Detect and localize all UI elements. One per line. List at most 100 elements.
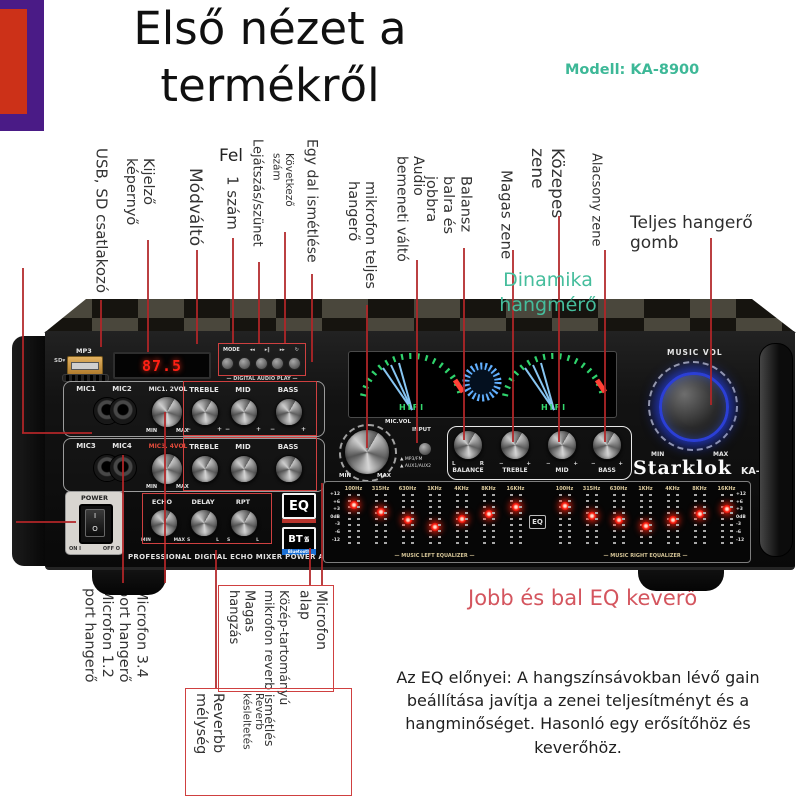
- treble-label: TREBLE: [189, 386, 219, 394]
- play-pause-button: [254, 357, 268, 370]
- music-vol-label: MUSIC VOL: [667, 348, 723, 357]
- power-on-label: ON I: [69, 546, 82, 552]
- pointer-line: [366, 305, 368, 448]
- eq-led: [430, 522, 439, 532]
- eq-center-badge: EQ: [529, 515, 546, 529]
- input-options: ▲ MP3/FM▲ AUX1/AUX2: [400, 457, 432, 469]
- annotation-box-transport: [218, 343, 306, 376]
- eq-slider-left-630Hz: 630Hz: [394, 486, 421, 544]
- power-switch: I O: [79, 504, 113, 544]
- power-off-mark: O: [92, 525, 98, 533]
- pointer-line: [232, 238, 234, 344]
- mic-row1-panel: MIC1 MIC2 MIC1. 2VOL MIN MAX TREBLE −+ M…: [63, 381, 325, 437]
- eq-slider-left-100Hz: 100Hz: [340, 486, 367, 544]
- frequency-display: 87.5: [113, 352, 211, 379]
- bluetooth-badge: BT᯾: [282, 527, 316, 551]
- mode-button: [221, 357, 234, 370]
- eq-led: [484, 509, 493, 519]
- pointer-line: [309, 548, 311, 585]
- transport-controls: MODE: [218, 344, 304, 375]
- amp-top-panel: [44, 299, 796, 333]
- treble-label: TREBLE: [502, 467, 528, 474]
- bt-wave-icon: ᯾: [303, 534, 310, 543]
- mic3-label: MIC3: [76, 442, 96, 450]
- callout-bass: Alacsony zene: [588, 153, 604, 247]
- pointer-line: [311, 274, 313, 362]
- treble-knob: [191, 398, 219, 426]
- power-on-mark: I: [93, 512, 97, 520]
- min-label: MIN: [146, 428, 158, 434]
- eq-led: [560, 501, 569, 511]
- eq-slider-right-1KHz: 1KHz: [632, 486, 659, 544]
- minus-plus-marks: −+: [270, 426, 306, 433]
- input-label: INPUT: [412, 427, 431, 433]
- eq-slider-right-16KHz: 16KHz: [713, 486, 740, 544]
- center-emblem: [462, 362, 502, 402]
- mid-unit: −+ MID: [540, 430, 584, 474]
- callout-up: Fel: [219, 146, 244, 166]
- max-label: MAX: [377, 473, 391, 479]
- callout-track1: 1 szám: [223, 176, 242, 230]
- mid-knob: [547, 430, 577, 460]
- callout-mid: Közepes zene: [527, 148, 568, 219]
- minus-plus-marks: −+: [186, 426, 222, 433]
- delay-knob: [190, 509, 218, 537]
- eq-slider-right-4KHz: 4KHz: [659, 486, 686, 544]
- bass-knob: [275, 455, 303, 483]
- echo-label: ECHO: [151, 498, 173, 506]
- mid-label: MID: [235, 443, 251, 451]
- pointer-line: [558, 216, 560, 442]
- eq-logo-badge: EQ: [282, 493, 316, 519]
- bass-knob: [592, 430, 622, 460]
- tone-knob-group: [447, 426, 632, 480]
- amp-left-side: [12, 336, 48, 566]
- callout-mic-port-volumes: Microfon 3.4 port hangerő Microfon 1.2 p…: [81, 588, 150, 683]
- eq-left-label: MUSIC LEFT EQUALIZER: [340, 553, 529, 559]
- rack-handle: [759, 343, 793, 557]
- callout-master-volume: Teljes hangerő gomb: [630, 213, 753, 253]
- label-reverb-delay: Reverb késleltetés: [240, 693, 265, 750]
- annotation-box-row1-eq-knobs: [183, 381, 317, 436]
- min-label: MIN: [146, 484, 158, 490]
- callout-usb-sd: USB, SD csatlakozó: [92, 148, 111, 294]
- callout-treble: Magas zene: [497, 170, 516, 260]
- treble-unit: −+ TREBLE: [493, 430, 537, 474]
- annotation-box-echo: [142, 493, 272, 544]
- eq-slider-right-8KHz: 8KHz: [686, 486, 713, 544]
- eq-led: [511, 502, 520, 512]
- min-label: MIN: [651, 451, 665, 458]
- eq-slider-right-100Hz: 100Hz: [551, 486, 578, 544]
- callout-mode-switch: Módváltó: [185, 168, 206, 247]
- mic-vol-label: MIC.VOL: [385, 419, 411, 425]
- pointer-line: [416, 260, 418, 443]
- balance-label: BALANCE: [452, 467, 484, 474]
- svg-text:HIFI: HIFI: [399, 403, 425, 412]
- pointer-line: [284, 232, 286, 344]
- max-label: MAX: [176, 428, 189, 434]
- pointer-line: [463, 248, 465, 440]
- music-vol-ticks: [648, 361, 738, 451]
- bass-label: BASS: [277, 443, 299, 451]
- sd-arrow-icon: ▾: [62, 358, 66, 364]
- bass-knob: [275, 398, 303, 426]
- eq-slider-left-1KHz: 1KHz: [421, 486, 448, 544]
- eq-led: [668, 515, 677, 525]
- bluetooth-stripe: Bluetooth: [282, 549, 316, 555]
- eq-slider-left-16KHz: 16KHz: [502, 486, 529, 544]
- pointer-line: [22, 432, 92, 434]
- label-reverb-depth: Reverbb mélység: [193, 693, 227, 755]
- mic2-jack: [109, 397, 137, 425]
- pointer-line: [512, 250, 514, 442]
- callout-audio-input-switch: Audio bemeneti váltó: [393, 156, 427, 262]
- pointer-line: [16, 521, 76, 523]
- pointer-line: [22, 268, 24, 433]
- eq-right-label: MUSIC RIGHT EQUALIZER: [551, 553, 740, 559]
- frequency-value: 87.5: [141, 356, 183, 375]
- digital-audio-play-label: DIGITAL AUDIO PLAY: [217, 376, 307, 382]
- minus-plus-marks: −+: [225, 426, 261, 433]
